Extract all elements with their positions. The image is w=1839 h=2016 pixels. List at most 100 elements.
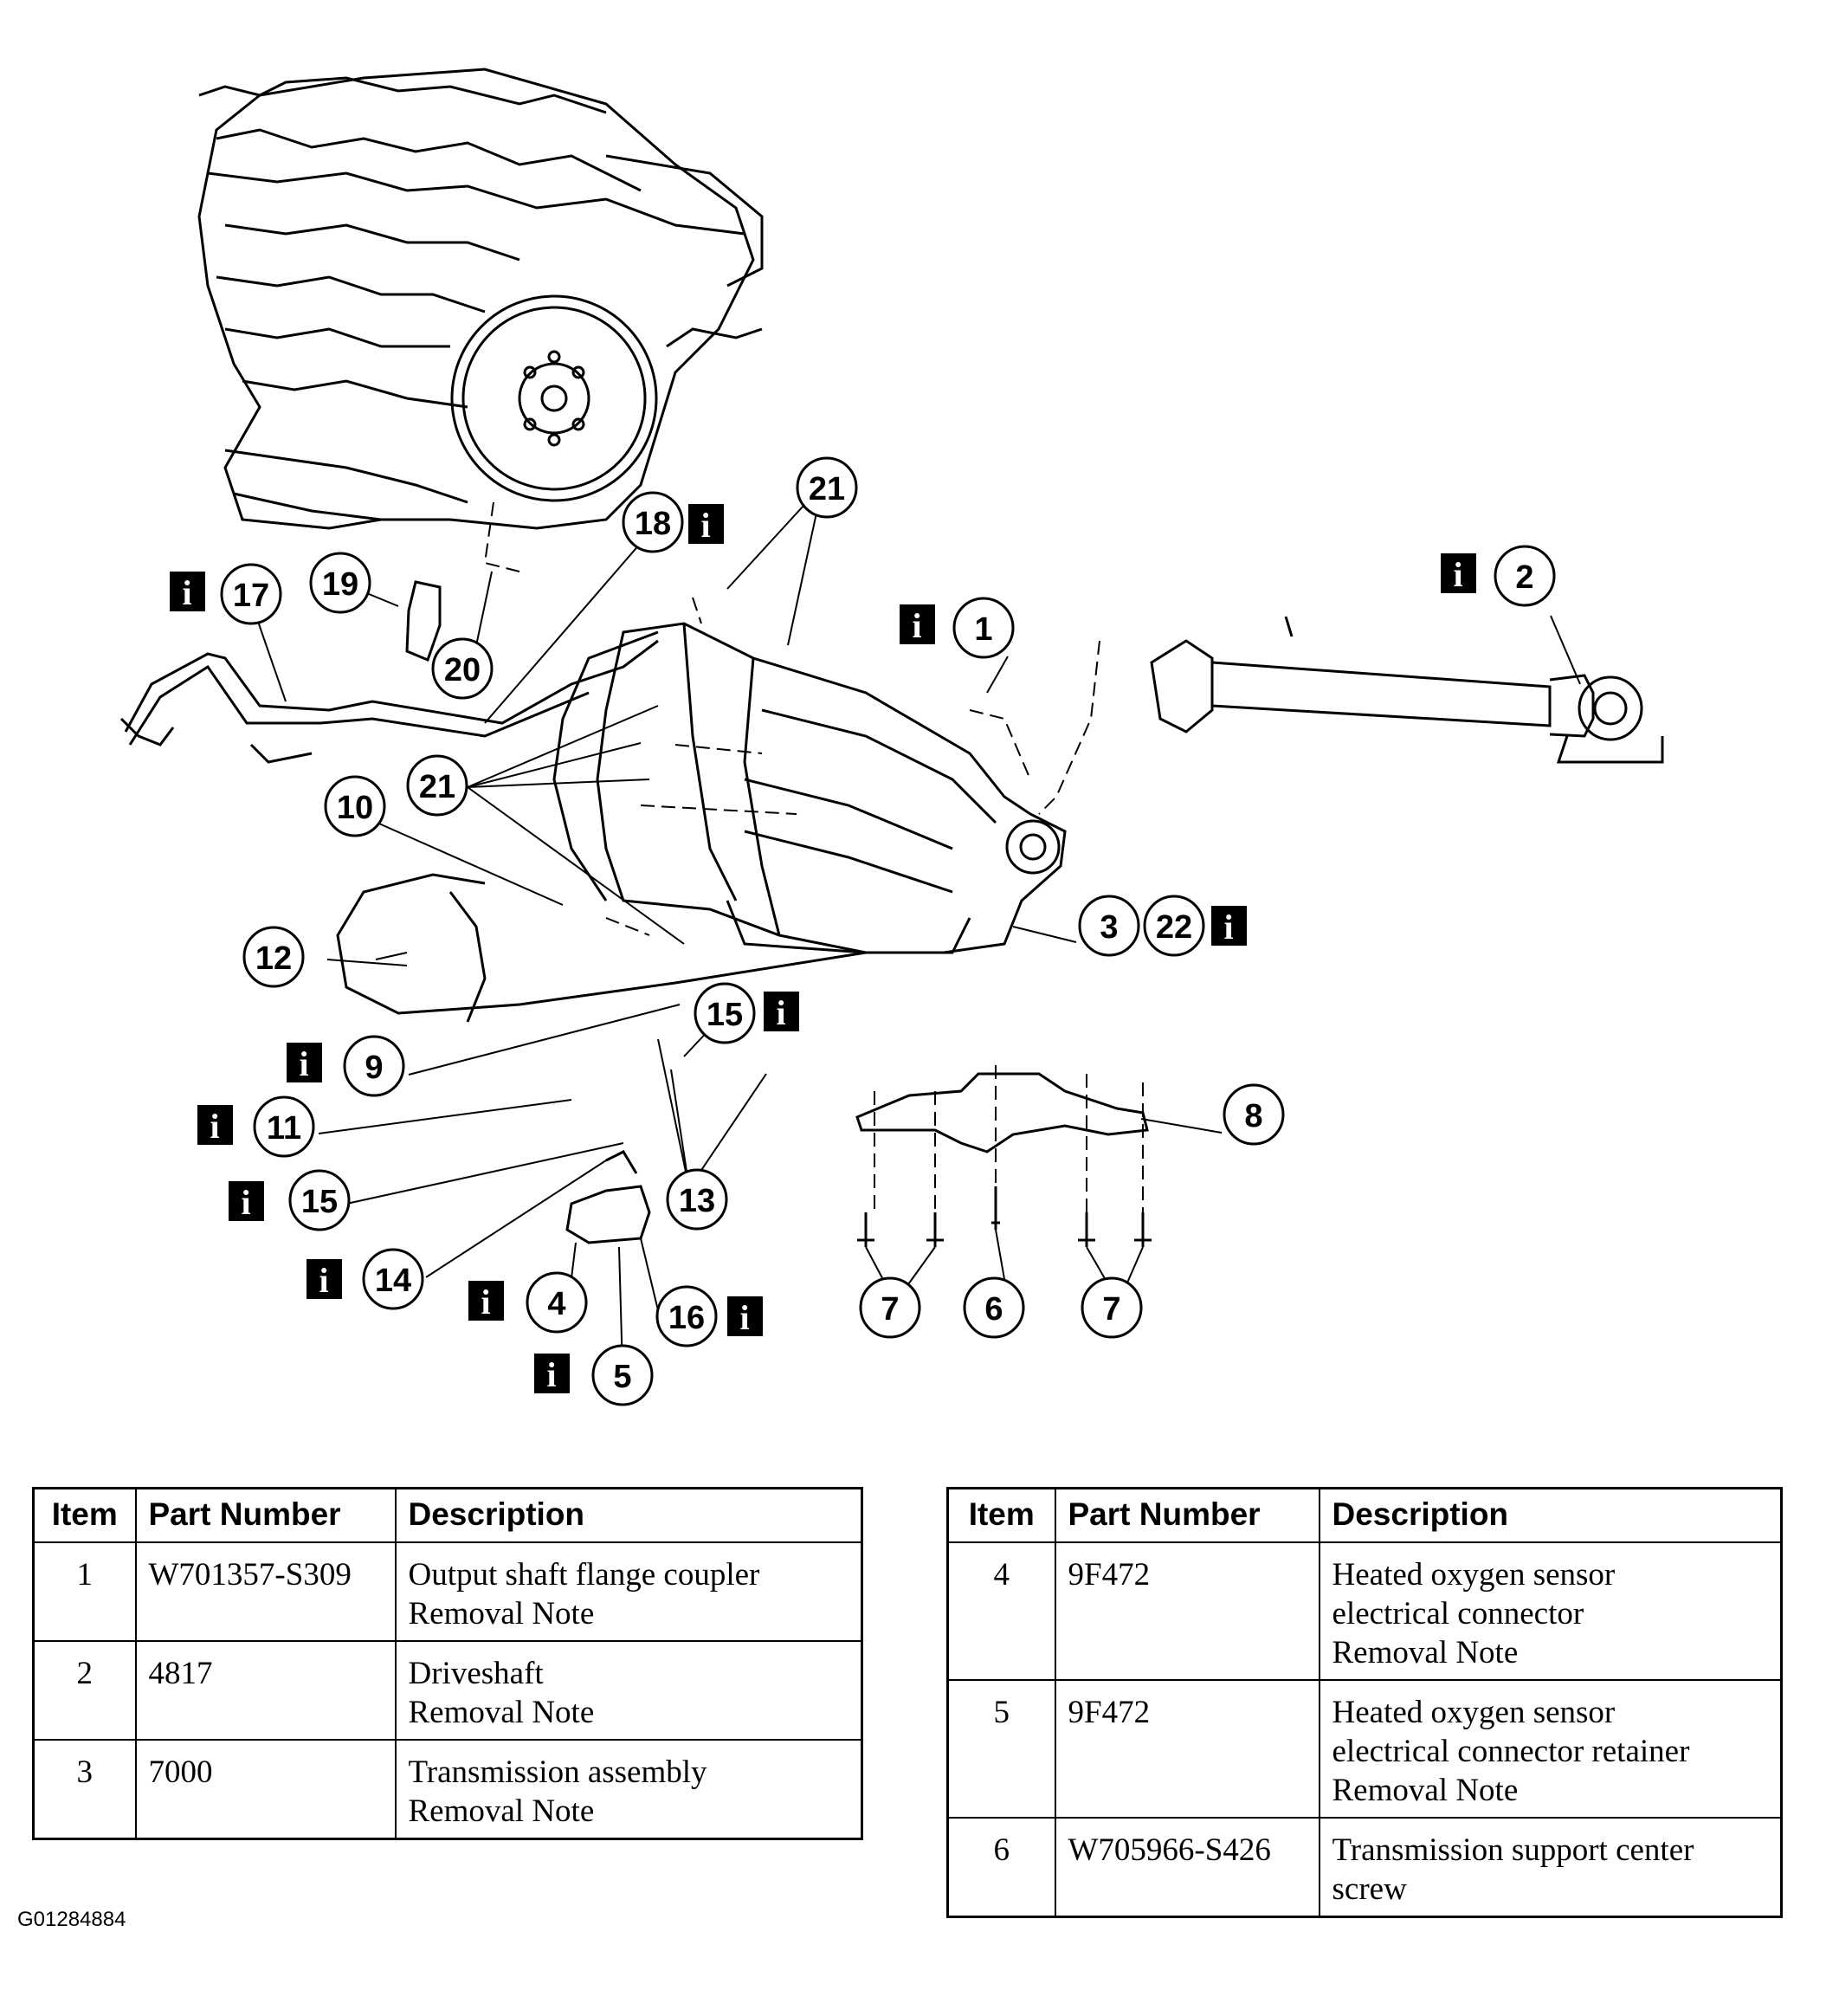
info-icon[interactable] xyxy=(764,992,799,1031)
callout-label: 14 xyxy=(375,1263,411,1299)
info-icon[interactable] xyxy=(727,1296,763,1336)
header-part-number: Part Number xyxy=(1054,1487,1320,1543)
bolts-illustration xyxy=(857,1186,1152,1247)
description-cell: Transmission support center screw xyxy=(1318,1817,1783,1918)
table-header-row: Item Part Number Description xyxy=(946,1487,1783,1543)
callout-4[interactable]: i 4 xyxy=(468,1271,588,1334)
part-number-cell: 9F472 xyxy=(1054,1679,1320,1819)
callout-16[interactable]: 16 i xyxy=(655,1285,763,1347)
svg-text:i: i xyxy=(700,506,710,545)
callout-2[interactable]: i 2 xyxy=(1441,545,1556,607)
removal-note-link[interactable]: Removal Note xyxy=(1332,1635,1519,1670)
callout-label: 21 xyxy=(419,769,455,805)
callout-12[interactable]: 12 xyxy=(242,926,305,988)
removal-note-link[interactable]: Removal Note xyxy=(408,1695,595,1730)
cooler-tube-illustration xyxy=(124,639,659,733)
svg-text:i: i xyxy=(1223,908,1233,947)
callout-9[interactable]: i 9 xyxy=(287,1035,405,1097)
header-item: Item xyxy=(946,1487,1056,1543)
callout-15-left[interactable]: i 15 xyxy=(229,1169,351,1231)
table-row: 5 9F472 Heated oxygen sensor electrical … xyxy=(946,1679,1783,1819)
callout-20[interactable]: 20 xyxy=(431,637,494,700)
callout-3[interactable]: 3 xyxy=(1078,895,1140,957)
info-icon[interactable] xyxy=(534,1354,570,1393)
table-row: 4 9F472 Heated oxygen sensor electrical … xyxy=(946,1541,1783,1681)
info-icon[interactable] xyxy=(1441,553,1476,593)
callout-label: 22 xyxy=(1156,909,1192,946)
callout-8[interactable]: 8 xyxy=(1223,1083,1285,1146)
description-line: electrical connector xyxy=(1332,1596,1584,1632)
callout-5[interactable]: i 5 xyxy=(534,1344,654,1406)
svg-text:i: i xyxy=(182,573,191,612)
callout-label: 10 xyxy=(337,790,373,826)
parts-table-right: Item Part Number Description 4 9F472 Hea… xyxy=(946,1487,1783,1918)
description-cell: Heated oxygen sensor electrical connecto… xyxy=(1318,1541,1783,1681)
callout-22[interactable]: 22 i xyxy=(1143,895,1247,957)
callout-21-top[interactable]: 21 xyxy=(796,456,858,519)
svg-text:i: i xyxy=(481,1283,490,1321)
figure-id: G01284884 xyxy=(17,1908,126,1931)
callout-6[interactable]: 6 xyxy=(963,1276,1025,1339)
callout-label: 5 xyxy=(613,1359,631,1395)
item-cell: 5 xyxy=(946,1679,1056,1819)
svg-text:i: i xyxy=(210,1107,219,1146)
info-icon[interactable] xyxy=(900,604,935,644)
info-icon[interactable] xyxy=(1211,906,1247,946)
info-icon[interactable] xyxy=(229,1181,264,1221)
callout-label: 1 xyxy=(974,611,992,648)
callout-label: 12 xyxy=(255,940,292,977)
svg-text:i: i xyxy=(1453,555,1462,594)
driveshaft-illustration xyxy=(1150,616,1664,764)
callout-21-middle[interactable]: 21 xyxy=(406,754,468,817)
callout-11[interactable]: i 11 xyxy=(197,1095,315,1158)
removal-note-link[interactable]: Removal Note xyxy=(1332,1773,1519,1808)
callout-label: 18 xyxy=(635,506,671,542)
table-row: 6 W705966-S426 Transmission support cent… xyxy=(946,1817,1783,1918)
engine-illustration xyxy=(197,68,764,530)
part-number-cell: W705966-S426 xyxy=(1054,1817,1320,1918)
bracket-illustration xyxy=(405,580,442,662)
callout-1[interactable]: i 1 xyxy=(900,597,1015,659)
table-row: 2 4817 Driveshaft Removal Note xyxy=(32,1640,863,1741)
info-icon[interactable] xyxy=(688,504,724,544)
exploded-view-diagram xyxy=(119,68,1664,1372)
callout-18[interactable]: 18 i xyxy=(622,491,724,553)
description-cell: Driveshaft Removal Note xyxy=(394,1640,863,1741)
svg-text:i: i xyxy=(912,606,921,645)
callout-10[interactable]: 10 xyxy=(324,775,386,837)
header-item: Item xyxy=(32,1487,137,1543)
svg-text:i: i xyxy=(241,1183,250,1222)
callout-label: 19 xyxy=(322,566,358,603)
svg-text:i: i xyxy=(299,1044,308,1083)
callout-7-right[interactable]: 7 xyxy=(1081,1276,1143,1339)
sensor-connector-illustration xyxy=(565,1150,651,1244)
callout-label: 15 xyxy=(301,1184,338,1220)
callout-label: 6 xyxy=(984,1291,1003,1328)
callout-13[interactable]: 13 xyxy=(666,1168,728,1231)
description-line: Heated oxygen sensor xyxy=(1332,1557,1616,1593)
info-icon[interactable] xyxy=(306,1259,342,1299)
item-cell: 1 xyxy=(32,1541,137,1642)
info-icon[interactable] xyxy=(468,1281,504,1321)
callout-17[interactable]: i 17 xyxy=(170,563,282,625)
callout-19[interactable]: 19 xyxy=(309,552,371,614)
svg-text:i: i xyxy=(319,1261,328,1300)
callout-14[interactable]: i 14 xyxy=(306,1248,424,1310)
removal-note-link[interactable]: Removal Note xyxy=(408,1793,595,1829)
info-icon[interactable] xyxy=(170,572,205,611)
description-cell: Output shaft flange coupler Removal Note xyxy=(394,1541,863,1642)
header-part-number: Part Number xyxy=(134,1487,397,1543)
callout-label: 3 xyxy=(1100,909,1118,946)
crossmember-illustration xyxy=(855,1072,1149,1153)
info-icon[interactable] xyxy=(197,1105,233,1145)
callout-15-right[interactable]: 15 i xyxy=(694,982,799,1044)
description-cell: Transmission assembly Removal Note xyxy=(394,1739,863,1840)
info-icon[interactable] xyxy=(287,1043,322,1082)
removal-note-link[interactable]: Removal Note xyxy=(408,1596,595,1632)
svg-text:i: i xyxy=(546,1355,556,1394)
description-line: Output shaft flange coupler xyxy=(408,1557,760,1593)
svg-text:i: i xyxy=(776,993,785,1032)
callout-7-left[interactable]: 7 xyxy=(859,1276,921,1339)
svg-text:i: i xyxy=(739,1298,749,1337)
item-cell: 4 xyxy=(946,1541,1056,1681)
